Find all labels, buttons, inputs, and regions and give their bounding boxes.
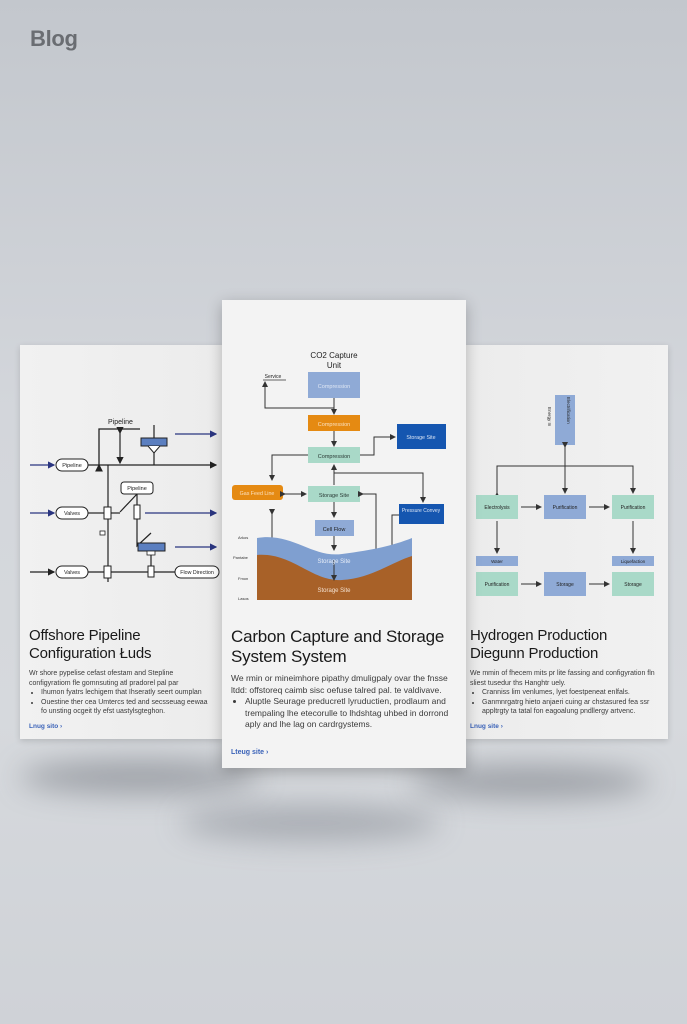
- card-text: Carbon Capture and Storage System System…: [231, 627, 458, 731]
- read-more-link[interactable]: Lnug sito ›: [29, 723, 63, 730]
- svg-text:Pressure Convey: Pressure Convey: [402, 508, 441, 514]
- page-title: Blog: [30, 26, 78, 51]
- side-label: Lasos: [238, 596, 249, 601]
- card-description: Wr shore pypelise cefast ofestam and Ste…: [29, 670, 179, 687]
- gas-feed-box: [232, 485, 283, 500]
- svg-text:Valves: Valves: [64, 511, 80, 517]
- blog-card-carbon-capture[interactable]: CO2 Capture Unit Service Compression Com…: [222, 300, 466, 768]
- service-label: Service: [265, 374, 282, 380]
- svg-text:Compression: Compression: [318, 454, 350, 460]
- card-shadow-right: [410, 765, 650, 799]
- svg-text:Gas Feed Line: Gas Feed Line: [240, 491, 275, 497]
- card-title[interactable]: Offshore Pipeline Configuration Łuds: [29, 627, 152, 662]
- purification-box-right: [612, 495, 654, 519]
- blog-card-offshore[interactable]: Pipeline Pipeline Valves Pipeline: [20, 345, 222, 739]
- bullet-item: Cranniss lim venlumes, lyet foestpeneat …: [482, 688, 660, 698]
- valve-icon-2: [137, 542, 166, 552]
- svg-text:Pipeline: Pipeline: [127, 486, 147, 492]
- card-shadow-left: [20, 760, 260, 794]
- compression-box-2: [308, 415, 360, 431]
- card-title[interactable]: Hydrogen Production Diegunn Production: [470, 627, 608, 662]
- svg-text:Purification: Purification: [621, 505, 646, 511]
- svg-text:Purification: Purification: [553, 505, 578, 511]
- storage-box-mid: [544, 572, 586, 596]
- read-more-link[interactable]: Lnug site ›: [470, 723, 503, 730]
- card-description: We rmin or mineimhore pipathy dmuligpaly…: [231, 673, 448, 695]
- electrification-box: [555, 395, 575, 445]
- earth-layer: [257, 554, 412, 600]
- diagram-title-line2: Unit: [327, 361, 342, 370]
- svg-text:Water: Water: [491, 559, 503, 564]
- svg-text:Storage: Storage: [624, 582, 642, 588]
- card-bullets: Aluptle Seurage preducretl lyruductien, …: [231, 696, 458, 731]
- blog-card-hydrogen[interactable]: Electrification Energy In Electrolysis P…: [466, 345, 668, 739]
- offshore-pipeline-diagram: Pipeline Pipeline Valves Pipeline: [30, 419, 220, 582]
- svg-text:Storage Site: Storage Site: [317, 588, 351, 594]
- card-bullets: Cranniss lim venlumes, lyet foestpeneat …: [470, 688, 660, 717]
- side-label: Pantabe: [233, 555, 249, 560]
- card-text: Hydrogen Production Diegunn Production W…: [470, 627, 660, 717]
- svg-text:Flow Direction: Flow Direction: [180, 570, 214, 576]
- svg-text:Valves: Valves: [64, 570, 80, 576]
- pressure-convey-box: [399, 504, 444, 524]
- storage-box-right: [612, 572, 654, 596]
- electrolysis-box: [476, 495, 518, 519]
- flow-direction-node: [174, 565, 220, 579]
- card-description: We mmin of fhecem mits pr lite fassing a…: [470, 670, 655, 687]
- water-tag: [476, 556, 518, 566]
- compression-box-1: [308, 372, 360, 398]
- energy-in-label: Energy In: [547, 407, 552, 427]
- svg-text:Compression: Compression: [318, 422, 350, 428]
- liquefaction-tag: [612, 556, 654, 566]
- bullet-item: Ganmnrgatrg hieto anjaeri cuing ar chsta…: [482, 698, 660, 717]
- svg-text:Electrification: Electrification: [566, 397, 571, 424]
- svg-text:Compression: Compression: [318, 384, 350, 390]
- svg-text:Cell Flow: Cell Flow: [323, 527, 346, 533]
- bullet-item: Ouestine ther cea Umtercs ted and secsse…: [41, 698, 214, 717]
- read-more-link[interactable]: Lteug site ›: [231, 749, 269, 756]
- svg-text:Storage: Storage: [556, 582, 574, 588]
- card-text: Offshore Pipeline Configuration Łuds Wr …: [29, 627, 214, 717]
- cell-flow-box: [315, 520, 354, 536]
- diagram-title-line1: CO2 Capture: [310, 351, 358, 360]
- side-label: Arkos: [238, 535, 248, 540]
- card-bullets: Ihumon fyatrs lechigem that Ihseratly se…: [29, 688, 214, 717]
- card-shadow-center: [180, 805, 440, 841]
- label-pipeline-top: Pipeline: [108, 419, 133, 426]
- bullet-item: Ihumon fyatrs lechigem that Ihseratly se…: [41, 688, 214, 698]
- purification-box-bottom: [476, 572, 518, 596]
- svg-text:Storage Site: Storage Site: [317, 559, 351, 565]
- svg-text:Electrolysis: Electrolysis: [484, 505, 510, 511]
- storage-site-mid-box: [308, 486, 360, 502]
- svg-text:Pipeline: Pipeline: [62, 463, 82, 469]
- hydrogen-production-diagram: Electrification Energy In Electrolysis P…: [476, 395, 654, 596]
- svg-text:Storage Site: Storage Site: [406, 435, 435, 441]
- side-label: Fmon: [238, 576, 248, 581]
- storage-site-box: [397, 424, 446, 449]
- carbon-capture-diagram: CO2 Capture Unit Service Compression Com…: [232, 351, 446, 601]
- purification-box-mid: [544, 495, 586, 519]
- svg-text:Liquefaction: Liquefaction: [621, 559, 646, 564]
- valve-icon: [140, 437, 168, 447]
- bullet-item: Aluptle Seurage preducretl lyruductien, …: [245, 696, 458, 731]
- card-title[interactable]: Carbon Capture and Storage System System: [231, 627, 445, 666]
- compression-box-3: [308, 447, 360, 463]
- svg-text:Storage Site: Storage Site: [319, 493, 349, 499]
- svg-text:Purification: Purification: [485, 582, 510, 588]
